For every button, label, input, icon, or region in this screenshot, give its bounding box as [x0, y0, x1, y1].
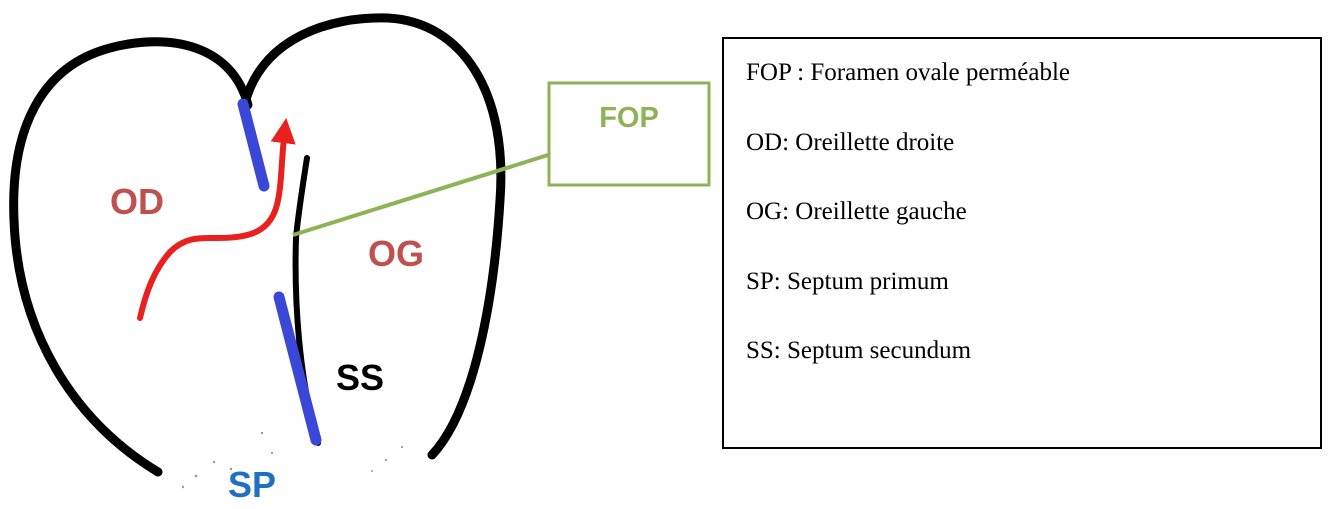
label-od: OD	[110, 181, 164, 222]
fop-callout-box	[547, 81, 711, 187]
septum-primum-lower	[273, 291, 322, 446]
blood-flow-arrow	[137, 117, 296, 321]
legend-item-sp: SP: Septum primum	[746, 267, 949, 295]
legend-list: FOP : Foramen ovale perméable OD: Oreill…	[724, 39, 1320, 403]
legend-item-fop: FOP : Foramen ovale perméable	[746, 59, 1070, 86]
fop-pointer-line	[292, 153, 549, 237]
right-atrium-outline	[9, 37, 253, 477]
legend-item-ss: SS: Septum secundum	[746, 337, 972, 364]
label-fop: FOP	[599, 102, 659, 134]
speckles	[181, 431, 404, 489]
left-atrium-outline	[240, 13, 506, 460]
label-sp: SP	[228, 464, 276, 505]
label-og: OG	[368, 233, 424, 274]
legend-box: FOP : Foramen ovale perméable OD: Oreill…	[722, 37, 1322, 449]
legend-item-og: OG: Oreillette gauche	[746, 198, 967, 225]
label-ss: SS	[336, 357, 384, 398]
septum-primum-upper	[237, 98, 270, 192]
legend-item-od: OD: Oreillette droite	[746, 128, 955, 156]
